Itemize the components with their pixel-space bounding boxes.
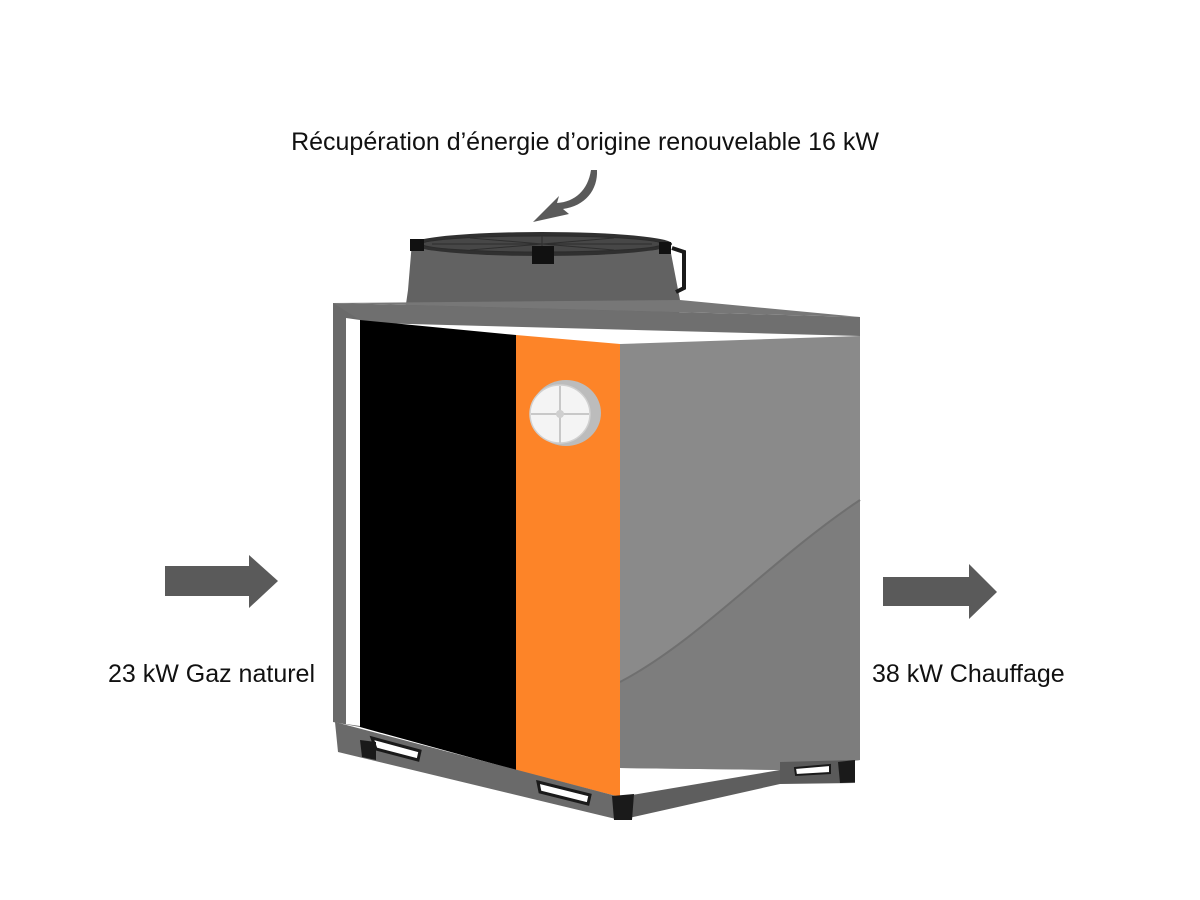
- gauge-window-icon: [529, 380, 601, 446]
- curved-arrow-down-icon: [533, 170, 598, 222]
- renewable-energy-label: Récupération d’énergie d’origine renouve…: [291, 128, 879, 156]
- heating-output-label: 38 kW Chauffage: [872, 660, 1065, 688]
- input-arrow-icon: [165, 555, 278, 608]
- front-panel-black: [360, 320, 516, 770]
- heat-pump-unit-icon: [333, 232, 861, 820]
- unit-base: [335, 722, 855, 820]
- unit-side-panel: [619, 336, 861, 770]
- gas-input-label: 23 kW Gaz naturel: [107, 660, 315, 688]
- front-panel-orange: [516, 335, 620, 797]
- output-arrow-icon: [883, 564, 997, 619]
